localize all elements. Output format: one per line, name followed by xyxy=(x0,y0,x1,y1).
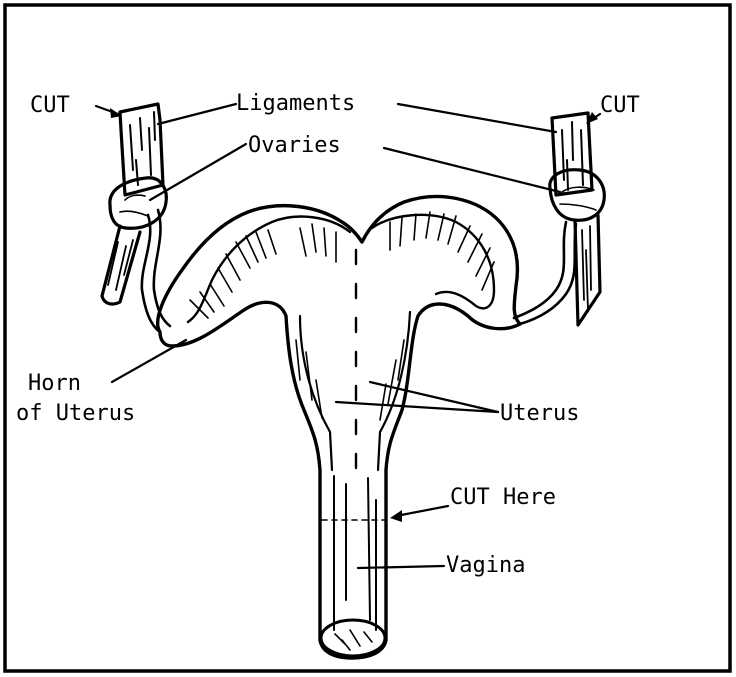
cut-here-arrowhead xyxy=(390,510,402,522)
label-horn-line2: of Uterus xyxy=(16,401,135,426)
label-cut-here: CUT Here xyxy=(450,485,556,510)
right-lower-stump-drawing xyxy=(575,215,600,325)
left-lower-stump-drawing xyxy=(102,226,140,304)
label-horn-line1: Horn xyxy=(28,371,81,396)
label-ligaments: Ligaments xyxy=(236,91,355,116)
label-vagina: Vagina xyxy=(446,553,525,578)
label-cut-left: CUT xyxy=(30,93,70,118)
label-cut-right: CUT xyxy=(600,93,640,118)
uterus-body-drawing xyxy=(158,196,520,658)
left-oviduct-drawing xyxy=(142,210,170,332)
label-uterus: Uterus xyxy=(500,401,579,426)
right-ligament-drawing xyxy=(552,113,592,195)
right-oviduct-drawing xyxy=(514,222,576,324)
label-ovaries: Ovaries xyxy=(248,133,341,158)
